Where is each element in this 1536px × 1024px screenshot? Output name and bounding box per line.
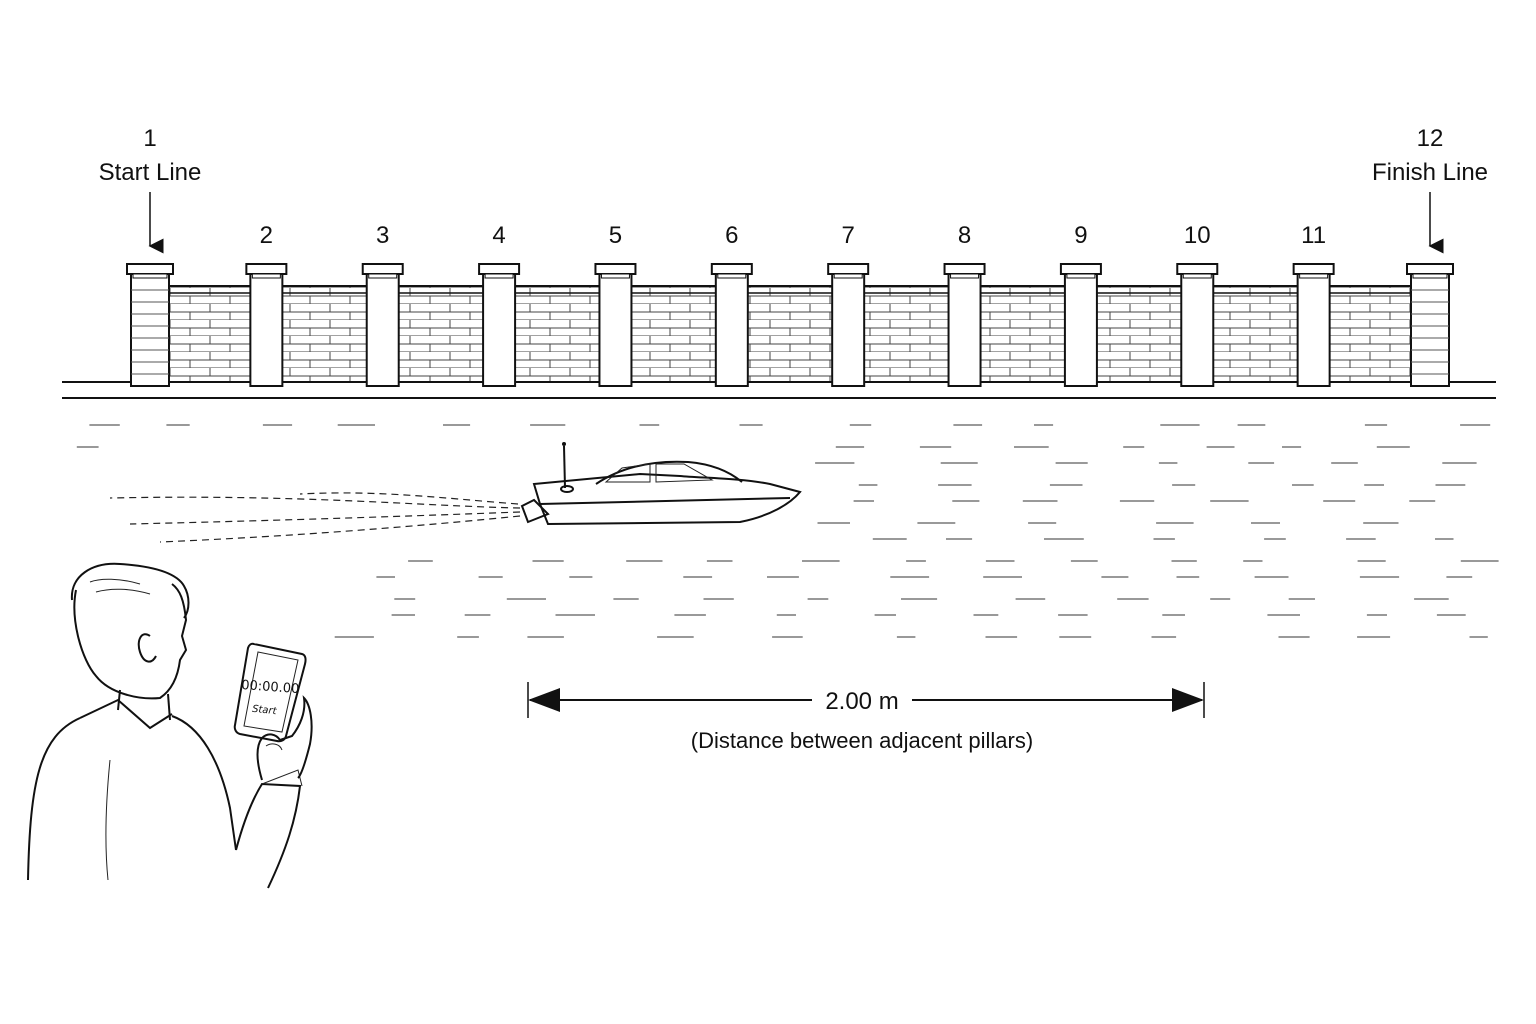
person-with-phone-icon: 00:00.00 Start [27, 562, 313, 889]
pillar-7 [827, 263, 870, 387]
distance-note: (Distance between adjacent pillars) [691, 728, 1033, 753]
finish-line-label: Finish Line [1372, 159, 1488, 186]
pillar-2 [245, 263, 288, 387]
pillar-3 [361, 263, 404, 387]
start-line-label: Start Line [99, 159, 202, 186]
pillar-number-5: 5 [609, 222, 622, 249]
pillar-11 [1292, 263, 1335, 387]
brick-wall [149, 285, 1431, 383]
pillar-number-7: 7 [842, 222, 855, 249]
phone-icon: 00:00.00 Start [233, 642, 307, 743]
pillar-number-3: 3 [376, 222, 389, 249]
pillar-number-1: 1 [143, 125, 156, 152]
rc-boat-icon [520, 442, 802, 526]
water-ripples [76, 424, 1499, 638]
distance-value: 2.00 m [825, 688, 898, 715]
pillar-number-8: 8 [958, 222, 971, 249]
pillar-8 [943, 263, 986, 387]
pillar-number-4: 4 [492, 222, 505, 249]
pillar-number-6: 6 [725, 222, 738, 249]
pillar-6 [710, 263, 753, 387]
phone-start-button: Start [252, 704, 279, 718]
pillar-1 [126, 263, 174, 387]
pillar-number-2: 2 [260, 222, 273, 249]
pillar-number-9: 9 [1074, 222, 1087, 249]
pillar-number-12: 12 [1417, 125, 1444, 152]
pillar-12 [1406, 263, 1454, 387]
pillar-number-11: 11 [1301, 222, 1326, 249]
pillar-5 [594, 263, 637, 387]
boat-wake [109, 492, 521, 543]
pillars [126, 263, 1454, 387]
pillar-10 [1176, 263, 1219, 387]
pillar-4 [478, 263, 521, 387]
distance-measurement: 2.00 m (Distance between adjacent pillar… [527, 682, 1205, 753]
phone-timer: 00:00.00 [241, 678, 300, 697]
pillar-number-10: 10 [1184, 222, 1211, 249]
pillar-9 [1059, 263, 1102, 387]
